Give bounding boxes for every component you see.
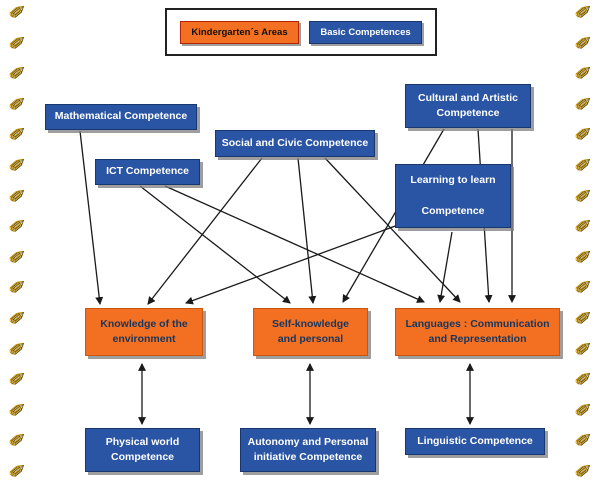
legend-competences-chip: Basic Competences [309,20,422,44]
pencil-border-right: ✏✏✏✏✏✏✏✏✏✏✏✏✏✏✏✏ [566,0,600,485]
legend-box: Kindergarten´s Areas Basic Competences [165,8,437,56]
node-cultural-artistic-competence: Cultural and Artistic Competence [405,84,531,128]
pencil-icon: ✏ [569,395,597,424]
legend-areas-chip: Kindergarten´s Areas [180,20,299,44]
pencil-icon: ✏ [569,28,597,57]
arrow-edge [139,185,291,304]
pencil-icon: ✏ [569,273,597,302]
pencil-icon: ✏ [3,212,31,240]
node-languages-communication-representation: Languages : Communication and Representa… [395,308,560,356]
pencil-icon: ✏ [3,151,31,179]
arrow-edge [184,224,399,305]
arrow-edge [297,157,317,305]
pencil-icon: ✏ [569,334,597,363]
node-social-civic-competence: Social and Civic Competence [215,130,375,157]
pencil-icon: ✏ [569,151,597,179]
pencil-icon: ✏ [3,334,31,363]
node-knowledge-of-the-environment: Knowledge of the environment [85,308,203,356]
pencil-icon: ✏ [3,120,31,149]
pencil-icon: ✏ [3,426,31,455]
node-linguistic-competence: Linguistic Competence [405,428,545,455]
pencil-icon: ✏ [569,212,597,240]
node-self-knowledge-and-personal: Self-knowledge and personal [253,308,368,356]
pencil-icon: ✏ [3,395,31,424]
pencil-icon: ✏ [569,304,597,332]
node-mathematical-competence: Mathematical Competence [45,104,197,130]
arrow-edge [79,130,104,306]
arrow-edge [437,231,453,304]
pencil-icon: ✏ [3,0,31,26]
pencil-icon: ✏ [569,89,597,118]
pencil-icon: ✏ [3,365,31,393]
pencil-icon: ✏ [3,304,31,332]
pencil-icon: ✏ [3,242,31,271]
pencil-icon: ✏ [3,28,31,57]
pencil-icon: ✏ [3,273,31,302]
pencil-icon: ✏ [569,365,597,393]
node-autonomy-personal-initiative-competence: Autonomy and Personal initiative Compete… [240,428,376,472]
pencil-icon: ✏ [569,181,597,210]
node-ict-competence: ICT Competence [95,159,200,185]
arrow-edge [164,185,425,303]
pencil-icon: ✏ [3,457,31,485]
pencil-icon: ✏ [569,120,597,149]
node-physical-world-competence: Physical world Competence [85,428,200,472]
pencil-icon: ✏ [569,457,597,485]
pencil-icon: ✏ [569,242,597,271]
pencil-icon: ✏ [3,181,31,210]
pencil-icon: ✏ [3,59,31,88]
pencil-icon: ✏ [569,0,597,26]
pencil-icon: ✏ [569,426,597,455]
pencil-icon: ✏ [569,59,597,88]
pencil-border-left: ✏✏✏✏✏✏✏✏✏✏✏✏✏✏✏✏ [0,0,34,485]
pencil-icon: ✏ [3,89,31,118]
node-learning-to-learn-competence: Learning to learn Competence [395,164,511,228]
